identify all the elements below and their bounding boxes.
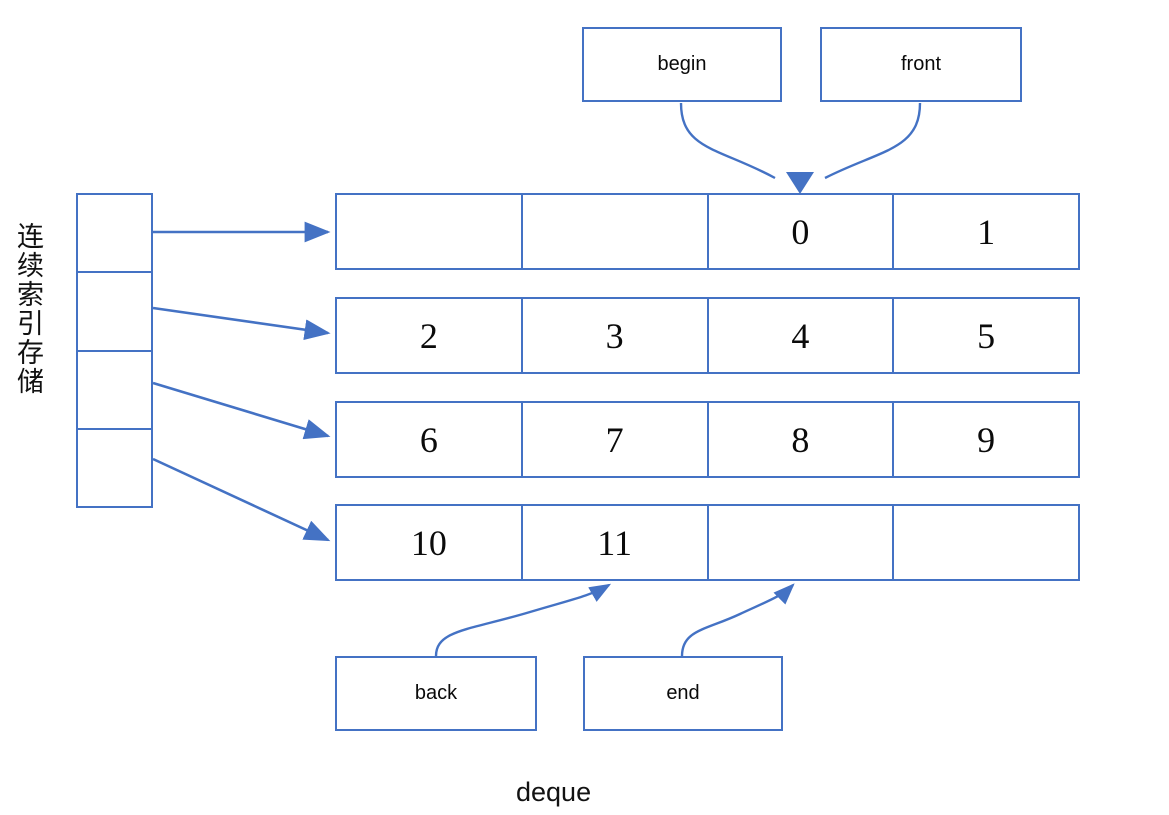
pointer-box-front[interactable]: front [820,27,1022,102]
buffer-row-3-cell-4[interactable]: 9 [977,419,996,460]
map-array-cell-3[interactable] [78,352,151,430]
map-array-cell-4[interactable] [78,430,151,506]
pointer-box-back[interactable]: back [335,656,537,731]
pointer-label-front: front [900,53,942,75]
buffer-row-1-cell-1[interactable] [337,195,523,268]
buffer-row-2-cell-4[interactable]: 5 [977,315,996,356]
map-array-cell-1[interactable] [78,195,151,274]
diagram-caption: deque [516,777,592,807]
side-label-contiguous-index-storage: 连续索引存储 [13,222,43,396]
buffer-row-4[interactable]: 10 11 [335,504,1080,581]
buffer-row-1-cell-4[interactable]: 1 [977,211,996,252]
buffer-row-3-cell-3[interactable]: 8 [709,403,895,476]
map-array[interactable] [76,193,153,508]
buffer-row-2-cell-1[interactable]: 2 [337,299,523,372]
buffer-row-4-cell-1[interactable]: 10 [337,506,523,579]
begin-front-arrowhead [786,172,814,194]
buffer-row-1[interactable]: 0 1 [335,193,1080,270]
buffer-row-1-cell-2[interactable] [523,195,709,268]
buffer-row-2[interactable]: 2 3 4 5 [335,297,1080,374]
buffer-row-4-cell-4[interactable] [894,506,1078,579]
buffer-row-3-cell-2[interactable]: 7 [523,403,709,476]
buffer-row-4-cell-2[interactable]: 11 [523,506,709,579]
map-array-cell-2[interactable] [78,273,151,352]
front-connector [824,102,922,180]
buffer-row-3-cell-1[interactable]: 6 [337,403,523,476]
buffer-row-4-cell-3[interactable] [709,506,895,579]
buffer-row-3[interactable]: 6 7 8 9 [335,401,1080,478]
pointer-box-end[interactable]: end [583,656,783,731]
pointer-label-back: back [414,682,458,704]
buffer-row-1-cell-3[interactable]: 0 [709,195,895,268]
buffer-row-2-cell-2[interactable]: 3 [523,299,709,372]
pointer-label-end: end [666,682,700,704]
map-to-buffer-connectors [152,221,331,542]
buffer-row-2-cell-3[interactable]: 4 [709,299,895,372]
end-connector [680,583,795,657]
pointer-box-begin[interactable]: begin [582,27,782,102]
back-connector [434,583,612,657]
begin-connector [679,102,776,180]
pointer-label-begin: begin [657,53,707,75]
